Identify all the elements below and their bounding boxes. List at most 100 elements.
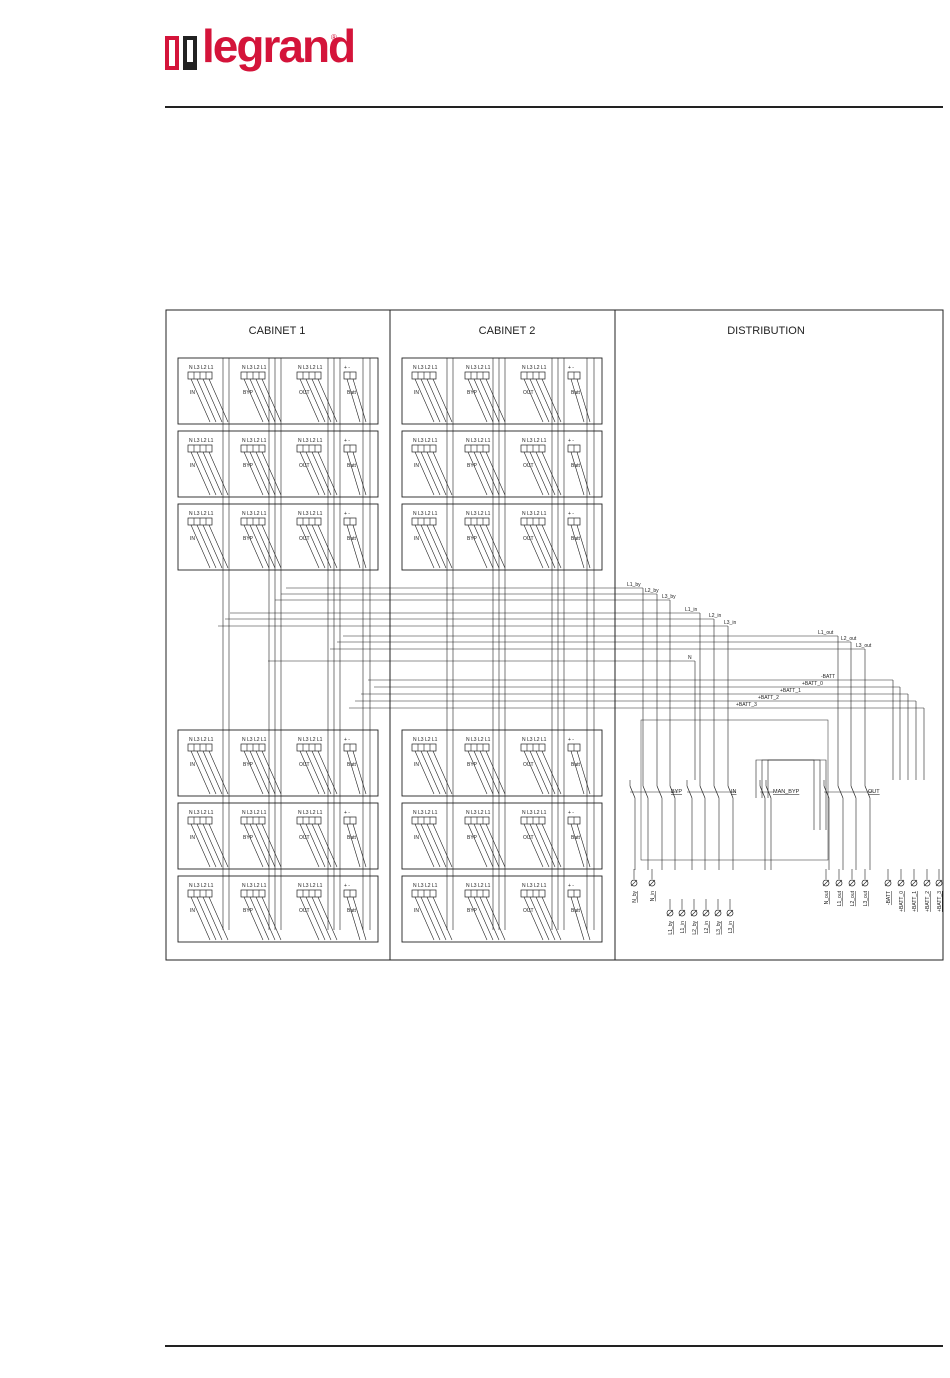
module-lead	[202, 378, 223, 423]
module-lead	[299, 750, 320, 795]
module-port-label: OUT	[299, 908, 310, 914]
module-lead	[420, 823, 441, 868]
cabinet-2-title: CABINET 2	[479, 325, 536, 337]
terminal-slash	[884, 879, 892, 887]
module-lead	[576, 524, 591, 569]
module-lead	[467, 451, 488, 496]
terminal-slash	[835, 879, 843, 887]
bus-label: +BATT_1	[780, 688, 801, 694]
ups-modules: N L3 L2 L1 IN N L3 L2 L1 BYP N L3 L2 L1 OUT + …	[177, 357, 603, 943]
module-port-label: BYP	[467, 835, 478, 841]
module-port-label: BYP	[467, 908, 478, 914]
terminal-label: L3_by	[716, 921, 722, 935]
module-port-label: IN	[414, 536, 419, 542]
module-port-label: OUT	[523, 390, 534, 396]
module-port-label: Batt	[347, 762, 357, 768]
terminal-header: N L3 L2 L1	[413, 737, 438, 743]
terminal-ring	[910, 879, 918, 887]
module-lead	[352, 823, 367, 868]
module-lead	[426, 896, 447, 941]
module-port-label: OUT	[523, 463, 534, 469]
bus-label: +BATT_3	[736, 702, 757, 708]
terminal-header: N L3 L2 L1	[298, 883, 323, 889]
module-port-label: BYP	[243, 463, 254, 469]
terminal-header: N L3 L2 L1	[242, 438, 267, 444]
module-lead	[432, 896, 453, 941]
module-lead	[305, 823, 326, 868]
terminal-label: L2_out	[850, 890, 856, 906]
module-lead	[529, 451, 550, 496]
module-port-label: IN	[190, 908, 195, 914]
terminal-header: N L3 L2 L1	[522, 511, 547, 517]
module-lead	[346, 451, 361, 496]
module-lead	[317, 896, 338, 941]
module-lead	[255, 524, 276, 569]
module-lead	[202, 750, 223, 795]
module-port-label: BYP	[467, 536, 478, 542]
module-lead	[249, 896, 270, 941]
module-lead	[243, 896, 264, 941]
module-port-label: IN	[414, 908, 419, 914]
module-port-label: BYP	[467, 390, 478, 396]
module-lead	[485, 451, 506, 496]
terminal-phase: L1_in	[678, 899, 686, 933]
module-lead	[352, 750, 367, 795]
module-lead	[432, 823, 453, 868]
module-lead	[570, 524, 585, 569]
module-lead	[208, 524, 229, 569]
terminal-header: N L3 L2 L1	[413, 365, 438, 371]
module-lead	[485, 750, 506, 795]
batt-header: + -	[568, 810, 574, 816]
batt-header: + -	[568, 737, 574, 743]
module-port-label: Batt	[347, 908, 357, 914]
terminal-label: L1_by	[668, 921, 674, 935]
batt-header: + -	[344, 737, 350, 743]
module-lead	[202, 524, 223, 569]
terminal-slash	[923, 879, 931, 887]
module-lead	[208, 451, 229, 496]
terminal-header: N L3 L2 L1	[466, 883, 491, 889]
legrand-logo-icon	[165, 36, 197, 70]
module-lead	[196, 750, 217, 795]
module-lead	[305, 896, 326, 941]
module-lead	[243, 451, 264, 496]
terminal-header: N L3 L2 L1	[189, 810, 214, 816]
module-lead	[346, 378, 361, 423]
bypass-loop	[755, 759, 827, 830]
module-lead	[479, 823, 500, 868]
terminal-ring	[935, 879, 943, 887]
terminal-phase: L3_in	[726, 899, 734, 933]
module-lead	[414, 896, 435, 941]
module-lead	[352, 896, 367, 941]
bus-line: -BATT	[368, 674, 894, 780]
module-lead	[467, 378, 488, 423]
module-lead	[190, 451, 211, 496]
module-lead	[570, 378, 585, 423]
module-lead	[305, 378, 326, 423]
terminal-label: L1_out	[837, 890, 843, 906]
module-lead	[541, 896, 562, 941]
terminal-header: N L3 L2 L1	[189, 511, 214, 517]
module-lead	[299, 896, 320, 941]
terminal-slash	[630, 879, 638, 887]
terminal-label: -BATT	[886, 891, 892, 905]
module-lead	[243, 750, 264, 795]
terminal-slash	[726, 909, 734, 917]
module-port-label: BYP	[467, 762, 478, 768]
module-lead	[570, 750, 585, 795]
module-lead	[255, 378, 276, 423]
module-lead	[529, 524, 550, 569]
bus-wires: L1_byL2_byL3_byL1_inL2_inL3_inL1_outL2_o…	[218, 582, 925, 780]
terminal-ring	[923, 879, 931, 887]
terminal-slash	[861, 879, 869, 887]
terminal-label: N_by	[632, 891, 638, 903]
module-port-label: Batt	[347, 463, 357, 469]
module-lead	[261, 896, 282, 941]
terminal-label: L2_in	[704, 921, 710, 933]
terminal-phase: L3_by	[714, 899, 722, 935]
terminal-phase: L2_by	[690, 899, 698, 935]
module-lead	[467, 524, 488, 569]
